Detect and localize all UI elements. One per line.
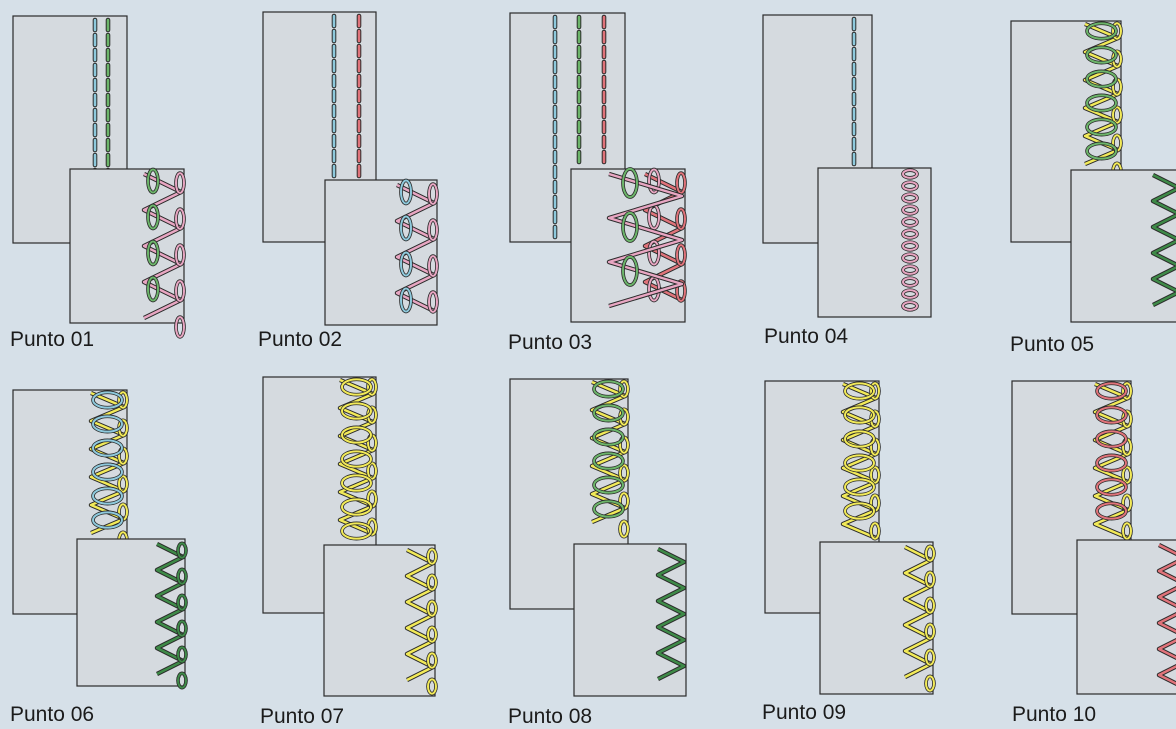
stitch-illustration-10 [1011,380,1176,695]
loop-row [901,168,919,312]
stitch-illustration-08 [509,378,687,697]
stitch-illustration-05 [1010,20,1176,323]
stitch-illustration-06 [12,389,188,690]
caption-punto-01: Punto 01 [10,328,95,351]
stitch-illustration-03 [509,12,687,323]
loop-row [1095,381,1128,521]
overlock-stitch [154,541,188,690]
stitch-illustration-04 [762,14,932,318]
loop-row [621,167,639,287]
overlock-stitch [1150,173,1176,307]
caption-punto-09: Punto 09 [762,701,847,724]
fabric-front [1070,169,1176,323]
caption-punto-05: Punto 05 [1010,333,1095,356]
stitch-illustration-01 [12,15,186,339]
caption-punto-10: Punto 10 [1012,703,1097,726]
stitch-illustration-02 [262,11,439,326]
loop-row [1085,21,1118,161]
loop-row [399,178,413,314]
overlock-stitch [606,171,685,309]
overlock-stitch [655,547,687,681]
caption-punto-02: Punto 02 [258,328,343,351]
loop-row [91,390,124,530]
caption-punto-07: Punto 07 [260,705,345,728]
loop-row [146,167,160,303]
stitch-illustration-09 [764,380,936,695]
loop-row [592,379,625,519]
overlock-stitch [902,544,936,693]
fabric-front [324,179,438,326]
overlock-stitch [1156,543,1176,686]
overlock-stitch [394,182,439,314]
caption-punto-04: Punto 04 [764,325,849,348]
caption-punto-08: Punto 08 [508,705,593,728]
loop-row [843,381,876,521]
fabric-front [69,168,185,324]
overlock-stitch [404,547,438,696]
fabric-front [1076,539,1176,695]
fabric-front [76,538,186,687]
loop-row [340,377,373,541]
caption-punto-03: Punto 03 [508,331,593,354]
overlock-stitch [141,171,186,339]
caption-punto-06: Punto 06 [10,703,95,726]
stitch-illustration-07 [262,376,438,697]
